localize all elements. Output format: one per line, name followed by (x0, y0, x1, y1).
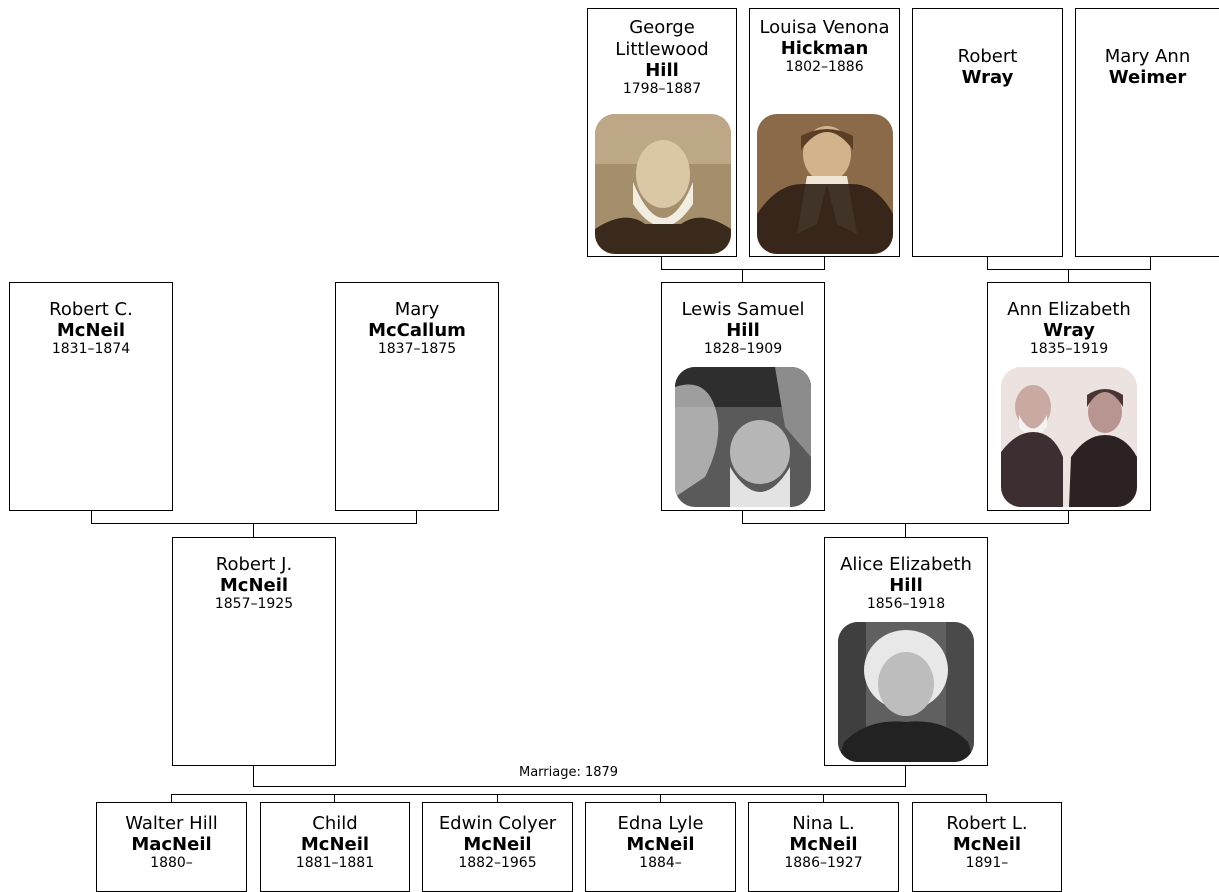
life-dates: 1828–1909 (703, 341, 783, 357)
connector (416, 511, 417, 524)
given-name: Robert L. (946, 813, 1028, 834)
given-name: George Littlewood (615, 17, 709, 60)
given-name: Alice Elizabeth (840, 554, 972, 575)
connector (253, 765, 254, 787)
person-card-robert-c-mcneil[interactable]: Robert C. McNeil 1831–1874 (9, 282, 173, 511)
given-name: Walter Hill (125, 813, 218, 834)
surname: McCallum (368, 320, 466, 341)
marriage-label: Marriage: 1879 (516, 766, 622, 780)
life-dates: 1884– (639, 855, 682, 871)
child-card[interactable]: Edwin Colyer McNeil 1882–1965 (422, 802, 573, 892)
life-dates: 1891– (965, 855, 1009, 871)
person-card-louisa-hickman[interactable]: Louisa Venona Hickman 1802–1886 (749, 8, 900, 257)
portrait-photo (838, 622, 974, 762)
person-card-ann-elizabeth-wray[interactable]: Ann Elizabeth Wray 1835–1919 (987, 282, 1151, 511)
given-name: Robert C. (49, 299, 133, 320)
life-dates: 1802–1886 (785, 59, 864, 75)
surname: Hill (645, 60, 679, 81)
connector (171, 794, 987, 795)
surname: Hill (726, 320, 760, 341)
life-dates: 1881–1881 (295, 855, 375, 871)
connector (1150, 257, 1151, 270)
connector (660, 794, 661, 802)
surname: McNeil (789, 834, 858, 855)
connector (253, 786, 906, 787)
given-name: Edna Lyle (617, 813, 704, 834)
life-dates: 1857–1925 (214, 596, 294, 612)
person-card-mary-ann-weimer[interactable]: Mary Ann Weimer (1075, 8, 1219, 257)
given-name: Ann Elizabeth (1007, 299, 1131, 320)
child-card[interactable]: Walter Hill MacNeil 1880– (96, 802, 247, 892)
connector (824, 257, 825, 270)
surname: McNeil (219, 575, 289, 596)
connector (661, 269, 825, 270)
person-card-alice-elizabeth-hill[interactable]: Alice Elizabeth Hill 1856–1918 (824, 537, 988, 766)
child-card[interactable]: Edna Lyle McNeil 1884– (585, 802, 736, 892)
connector (905, 765, 906, 787)
surname: Hickman (780, 38, 869, 59)
portrait-photo (595, 114, 731, 254)
connector (742, 511, 743, 524)
given-name: Lewis Samuel (681, 299, 805, 320)
surname: Hill (889, 575, 923, 596)
surname: Wray (961, 67, 1014, 88)
connector (497, 794, 498, 802)
connector (823, 794, 824, 802)
connector (253, 523, 254, 537)
person-card-george-hill[interactable]: George Littlewood Hill 1798–1887 (587, 8, 737, 257)
connector (1068, 511, 1069, 524)
surname: McNeil (952, 834, 1022, 855)
surname: MacNeil (131, 834, 212, 855)
given-name: Child (312, 813, 358, 834)
connector (742, 269, 743, 282)
connector (1068, 269, 1069, 282)
given-name: Edwin Colyer (438, 813, 557, 834)
child-card[interactable]: Child McNeil 1881–1881 (260, 802, 410, 892)
surname: McNeil (56, 320, 126, 341)
given-name: Mary Ann (1104, 46, 1191, 67)
portrait-photo (1001, 367, 1137, 507)
surname: McNeil (300, 834, 370, 855)
connector (905, 523, 906, 537)
portrait-photo (757, 114, 893, 254)
portrait-photo (675, 367, 811, 507)
connector (91, 511, 92, 524)
person-card-robert-j-mcneil[interactable]: Robert J. McNeil 1857–1925 (172, 537, 336, 766)
life-dates: 1882–1965 (458, 855, 537, 871)
connector (986, 794, 987, 802)
connector (91, 523, 417, 524)
life-dates: 1831–1874 (51, 341, 131, 357)
given-name: Mary (394, 299, 440, 320)
surname: Wray (1043, 320, 1095, 341)
surname: McNeil (463, 834, 532, 855)
life-dates: 1835–1919 (1029, 341, 1109, 357)
surname: McNeil (626, 834, 695, 855)
surname: Weimer (1108, 67, 1187, 88)
life-dates: 1856–1918 (866, 596, 946, 612)
child-card[interactable]: Robert L. McNeil 1891– (912, 802, 1062, 892)
connector (171, 794, 172, 802)
life-dates: 1837–1875 (377, 341, 457, 357)
life-dates: 1880– (150, 855, 193, 871)
child-card[interactable]: Nina L. McNeil 1886–1927 (748, 802, 899, 892)
life-dates: 1798–1887 (622, 81, 702, 97)
given-name: Nina L. (792, 813, 855, 834)
connector (987, 257, 988, 270)
given-name: Robert J. (215, 554, 293, 575)
person-card-mary-mccallum[interactable]: Mary McCallum 1837–1875 (335, 282, 499, 511)
given-name: Louisa Venona (759, 17, 890, 38)
person-card-robert-wray[interactable]: Robert Wray (912, 8, 1063, 257)
connector (987, 269, 1151, 270)
connector (661, 257, 662, 270)
connector (334, 794, 335, 802)
life-dates: 1886–1927 (784, 855, 863, 871)
person-card-lewis-samuel-hill[interactable]: Lewis Samuel Hill 1828–1909 (661, 282, 825, 511)
given-name: Robert (957, 46, 1018, 67)
